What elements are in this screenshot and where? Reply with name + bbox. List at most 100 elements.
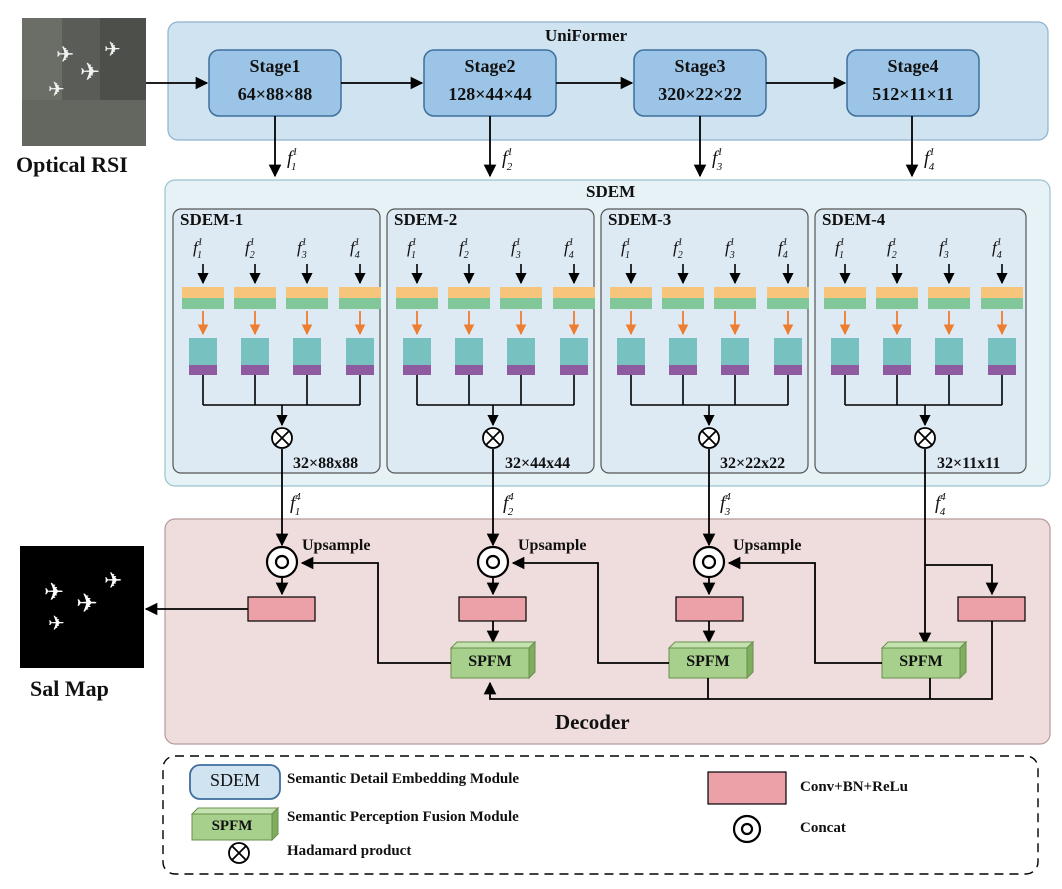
encoder-panel [167, 21, 1049, 141]
sdem-input-label: f14 [350, 237, 360, 261]
sdem-input-label: f12 [459, 237, 469, 261]
concat-3 [692, 545, 726, 579]
sdem-embed-top [824, 287, 866, 298]
stage1-feature-label: f11 [287, 146, 297, 173]
sdem-embed-bottom [553, 298, 595, 309]
conv-box-4 [957, 596, 1026, 622]
sdem-4-module [814, 208, 1027, 474]
svg-text:✈: ✈ [104, 37, 121, 61]
legend-hadamard-symbol [228, 842, 250, 864]
sdem-input-label: f14 [778, 237, 788, 261]
legend-panel [162, 755, 1039, 875]
sal-map-image: ✈ ✈ ✈ ✈ [20, 546, 144, 668]
sdem-input-label: f13 [297, 237, 307, 261]
legend-spfm-symbol-text: SPFM [211, 818, 253, 834]
sdem-norm-block [669, 365, 697, 375]
stage4-box [846, 49, 980, 117]
hadamard-cross-b [485, 430, 501, 446]
sdem-norm-block [774, 365, 802, 375]
sdem-2-dims: 32×44x44 [505, 455, 571, 472]
sdem-embed-top [286, 287, 328, 298]
sdem-embed-top [767, 287, 809, 298]
sdem-norm-block [293, 365, 321, 375]
sdem-input-label: f12 [887, 237, 897, 261]
stage3-name: Stage3 [674, 56, 726, 76]
spfm-label-2: SPFM [686, 653, 730, 670]
sdem-embed-bottom [981, 298, 1023, 309]
sdem-input-label: f11 [621, 237, 630, 261]
sdem-conv-block [988, 338, 1016, 365]
svg-text:✈: ✈ [104, 569, 122, 594]
sdem-embed-bottom [876, 298, 918, 309]
legend-spfm-text: Semantic Perception Fusion Module [287, 809, 519, 825]
stage3-dims: 320×22×22 [658, 84, 742, 104]
sdem-embed-top [448, 287, 490, 298]
sdem-embed-bottom [714, 298, 756, 309]
sdem-norm-block [241, 365, 269, 375]
sdem-embed-bottom [448, 298, 490, 309]
sdem-embed-top [339, 287, 381, 298]
sdem-conv-block [189, 338, 217, 365]
sdem-norm-block [560, 365, 588, 375]
sdem-embed-bottom [339, 298, 381, 309]
sdem-embed-bottom [396, 298, 438, 309]
sdem-embed-top [610, 287, 652, 298]
hadamard-cross-b [917, 430, 933, 446]
conv-box-1 [247, 596, 316, 622]
sdem-embed-bottom [767, 298, 809, 309]
legend-sdem-symbol-text: SDEM [209, 770, 260, 790]
sdem-4-dims: 32×11x11 [937, 455, 1001, 472]
stage4-feature-label: f14 [924, 146, 935, 173]
sdem-1-dims: 32×88x88 [293, 455, 359, 472]
svg-text:✈: ✈ [80, 58, 100, 86]
sdem-norm-block [617, 365, 645, 375]
sdem-embed-top [182, 287, 224, 298]
sdem-2-module [386, 208, 595, 474]
sdem-input-label: f14 [564, 237, 574, 261]
sdem-norm-block [346, 365, 374, 375]
stage1-dims: 64×88×88 [237, 84, 313, 104]
sdem-title: SDEM [586, 182, 636, 201]
svg-text:✈: ✈ [44, 578, 64, 606]
sdem-conv-block [346, 338, 374, 365]
sdem-embed-top [662, 287, 704, 298]
concat-2 [476, 545, 510, 579]
sdem-norm-block [831, 365, 859, 375]
sdem-input-label: f11 [835, 237, 844, 261]
sdem-3-output-label: f43 [720, 491, 731, 518]
sdem-conv-block [883, 338, 911, 365]
spfm-block-1 [449, 640, 537, 680]
sdem-conv-block [935, 338, 963, 365]
sdem-4-output-label: f44 [935, 491, 946, 518]
sdem-norm-block [403, 365, 431, 375]
sdem-3-dims: 32×22x22 [720, 455, 786, 472]
sdem-3-title: SDEM-3 [608, 210, 672, 229]
concat-1 [265, 545, 299, 579]
sdem-embed-bottom [234, 298, 276, 309]
sdem-conv-block [669, 338, 697, 365]
decoder-panel [164, 518, 1051, 745]
sdem-2-output-label: f42 [503, 491, 514, 518]
sdem-1-title: SDEM-1 [180, 210, 244, 229]
stage2-feature-label: f12 [502, 146, 513, 173]
legend-spfm-symbol [190, 806, 280, 842]
sdem-embed-top [396, 287, 438, 298]
legend-hadamard-text: Hadamard product [287, 843, 412, 859]
sdem-embed-top [553, 287, 595, 298]
sdem-embed-bottom [182, 298, 224, 309]
stage1-name: Stage1 [249, 56, 301, 76]
sdem-conv-block [241, 338, 269, 365]
sdem-conv-block [721, 338, 749, 365]
sdem-conv-block [560, 338, 588, 365]
stage4-dims: 512×11×11 [872, 84, 954, 104]
sdem-conv-block [403, 338, 431, 365]
sdem-embed-bottom [500, 298, 542, 309]
sdem-norm-block [507, 365, 535, 375]
sdem-input-label: f13 [725, 237, 735, 261]
sdem-input-label: f13 [511, 237, 521, 261]
sdem-norm-block [721, 365, 749, 375]
upsample-label-1: Upsample [302, 537, 371, 554]
conv-box-3 [675, 596, 744, 622]
sdem-input-label: f13 [939, 237, 949, 261]
sdem-conv-block [831, 338, 859, 365]
